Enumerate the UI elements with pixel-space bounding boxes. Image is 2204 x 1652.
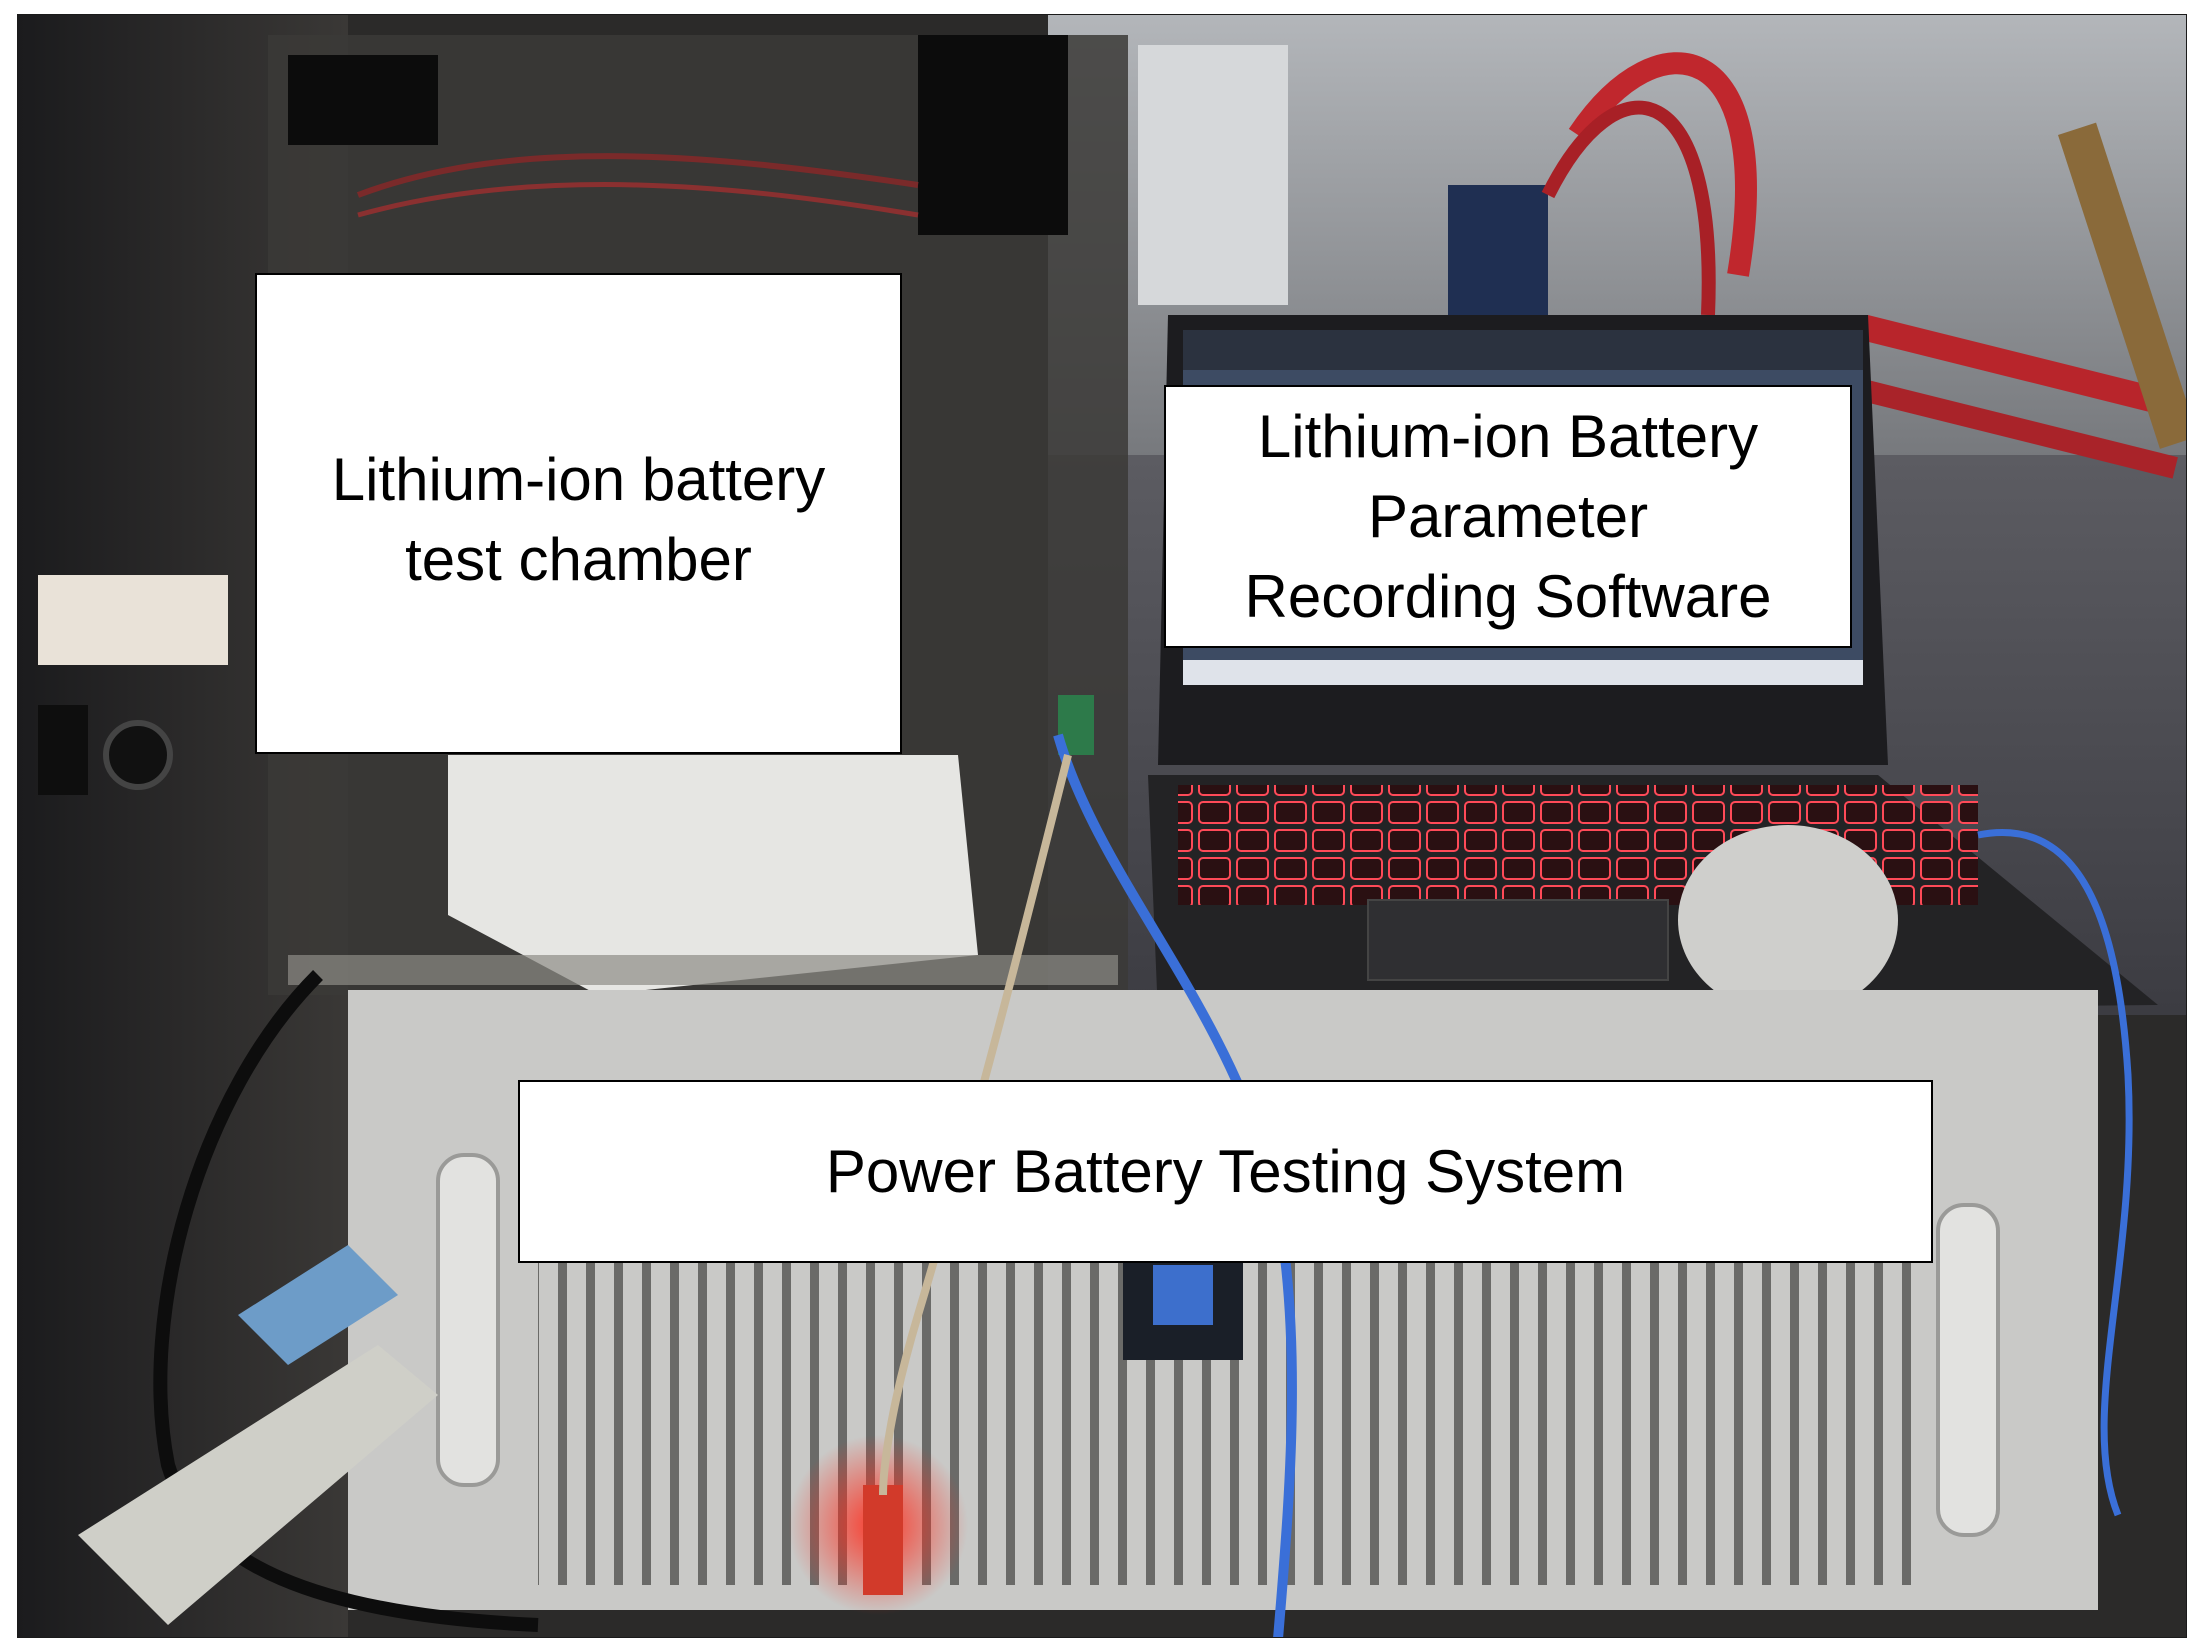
- usb-adapter: [863, 1485, 903, 1595]
- mouse: [1678, 825, 1898, 1015]
- label-line: Lithium-ion Battery: [1257, 402, 1759, 470]
- right-handle: [1936, 1203, 2000, 1537]
- label-testing-system-text: Power Battery Testing System: [826, 1132, 1625, 1212]
- panel-tag: [38, 575, 228, 665]
- chamber-wiring-2: [357, 182, 919, 218]
- chamber-wiring: [356, 153, 919, 198]
- panel-socket: [103, 720, 173, 790]
- label-testing-system: Power Battery Testing System: [518, 1080, 1933, 1263]
- power-strip: [78, 1345, 438, 1625]
- power-cable: [153, 970, 539, 1632]
- panel-switch: [38, 705, 88, 795]
- left-handle: [436, 1153, 500, 1487]
- red-cable-coil-2: [1541, 100, 1716, 316]
- chamber-base: [288, 955, 1118, 985]
- label-recording-software-text: Lithium-ion Battery Parameter Recording …: [1245, 397, 1772, 637]
- laptop-touchpad: [1367, 899, 1669, 981]
- label-line: test chamber: [405, 526, 752, 593]
- label-line: Power Battery Testing System: [825, 1137, 1626, 1205]
- red-rail-1: [1861, 315, 2179, 418]
- foam-block: [448, 755, 978, 995]
- chamber-clamp-1: [288, 55, 438, 145]
- red-rail-2: [1842, 374, 2178, 479]
- lab-photo: Lithium-ion battery test chamber Lithium…: [17, 14, 2187, 1638]
- photo-scene: [18, 15, 2186, 1637]
- chamber-clamp-2: [918, 35, 1068, 235]
- screen-taskbar: [1183, 660, 1863, 685]
- label-line: Parameter: [1367, 482, 1649, 550]
- network-cable-2: [1977, 829, 2133, 1517]
- label-line: Recording Software: [1244, 562, 1772, 630]
- doorway: [1138, 45, 1288, 305]
- red-cable-coil: [1568, 52, 1757, 277]
- label-line: Lithium-ion battery: [331, 446, 826, 513]
- power-strip-socket: [238, 1245, 398, 1365]
- screen-toolbar: [1183, 330, 1863, 370]
- label-test-chamber-text: Lithium-ion battery test chamber: [332, 440, 826, 600]
- label-recording-software: Lithium-ion Battery Parameter Recording …: [1164, 385, 1852, 648]
- breaker-toggle: [1153, 1265, 1213, 1325]
- wooden-frame: [2058, 122, 2186, 449]
- label-test-chamber: Lithium-ion battery test chamber: [255, 273, 902, 754]
